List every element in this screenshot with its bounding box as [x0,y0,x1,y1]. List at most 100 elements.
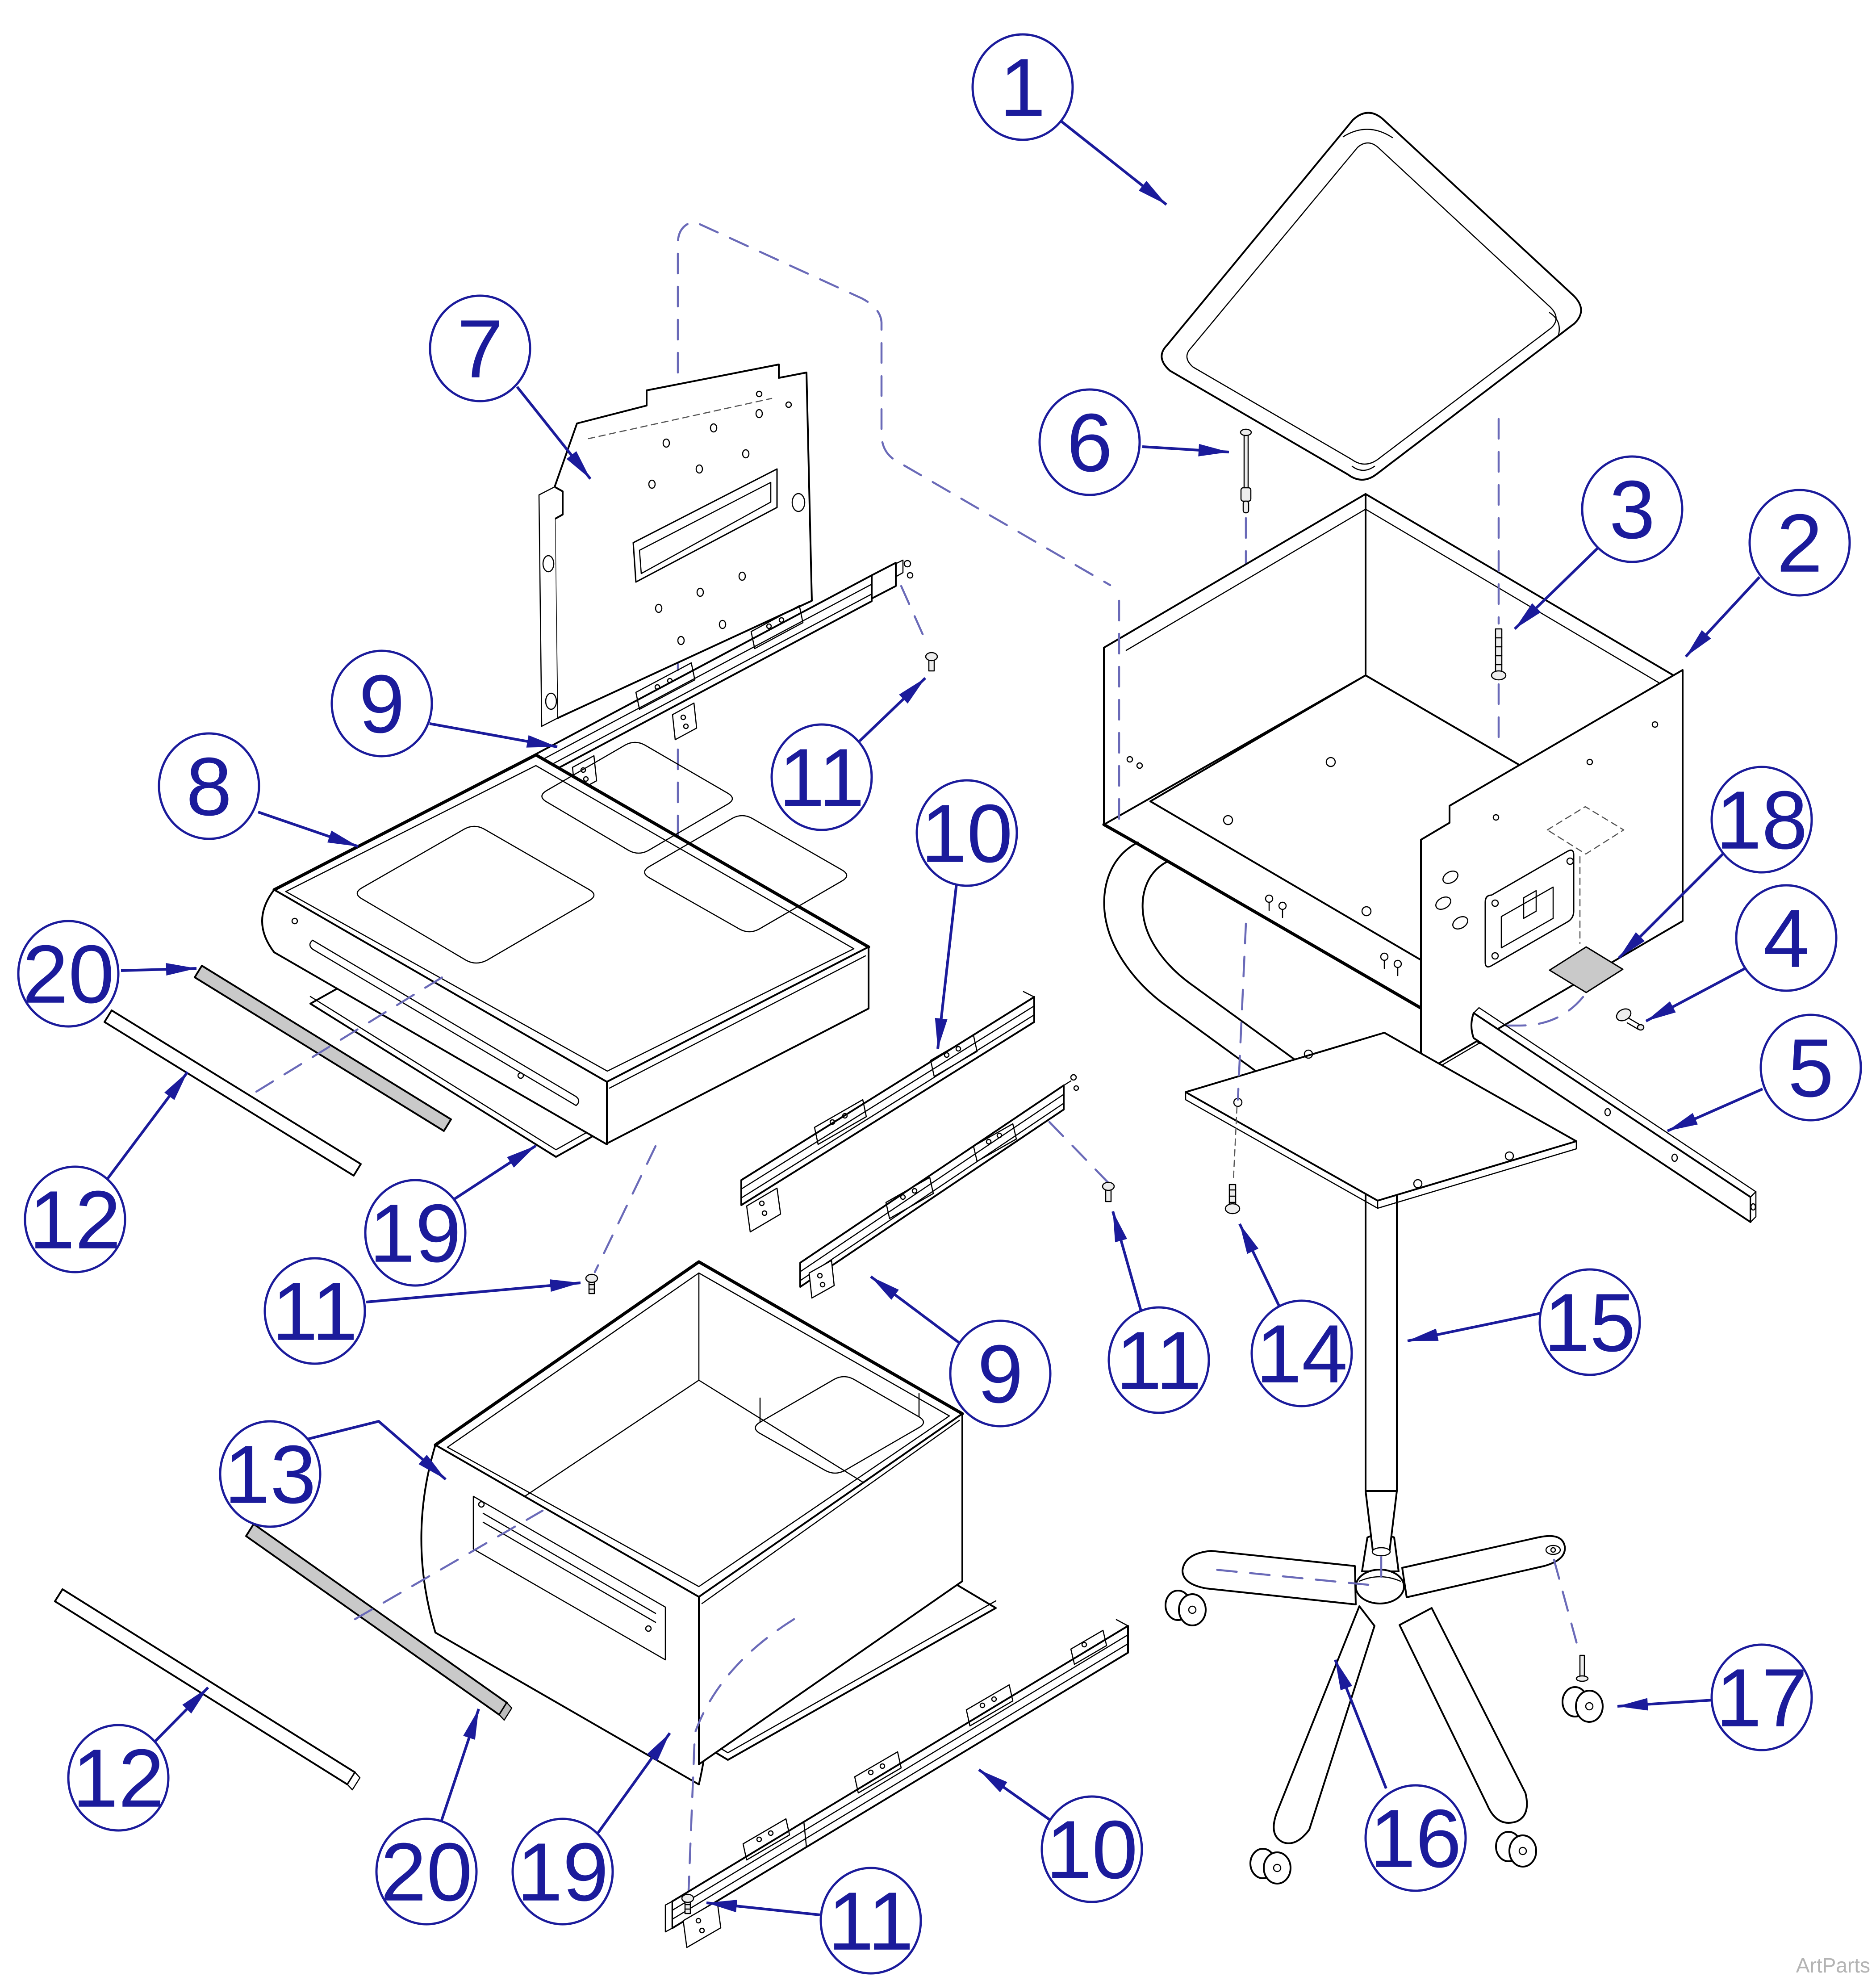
adhesive-pad [1546,806,1625,993]
screw-11-mid-left [585,1145,657,1294]
drawer-slide-10-upper [740,991,1035,1233]
callout-number: 10 [921,788,1013,880]
callout-8[interactable]: 8 [158,732,359,848]
callout-number: 8 [186,741,232,833]
callout-6[interactable]: 6 [1038,388,1229,496]
callout-17[interactable]: 17 [1617,1643,1813,1751]
callout-4[interactable]: 4 [1645,884,1838,1022]
callout-7[interactable]: 7 [429,294,592,480]
callout-arrow [516,386,592,480]
callout-14[interactable]: 14 [1238,1223,1353,1407]
strip-alignment-dashes-upper [255,975,446,1093]
callout-arrow [307,1420,447,1481]
callout-arrow [150,1686,209,1746]
callout-number: 6 [1067,397,1113,489]
deep-drawer [420,1260,964,1785]
callout-2[interactable]: 2 [1684,489,1851,658]
callout-arrow [1238,1223,1280,1307]
callout-number: 12 [29,1174,121,1266]
callout-arrow [935,883,958,1049]
callout-9[interactable]: 9 [330,649,558,758]
cabinet-body [1102,493,1684,1118]
caster-wheel [1249,1848,1291,1884]
callout-1[interactable]: 1 [971,33,1167,206]
callout-arrow [1667,1088,1763,1132]
callout-number: 14 [1256,1308,1348,1400]
pedestal-column [1185,922,1577,1584]
callout-11-2[interactable]: 11 [263,1257,581,1365]
callout-19-2[interactable]: 19 [511,1732,671,1926]
callout-number: 19 [517,1826,609,1918]
callout-5[interactable]: 5 [1667,1013,1862,1132]
screw-11-upper [925,652,938,672]
callout-20-2[interactable]: 20 [375,1709,480,1926]
trim-strip-lower [54,1523,513,1791]
callout-number: 11 [828,1876,914,1968]
drawer-slide-10-lower [664,1619,1129,1948]
callout-number: 12 [72,1733,164,1825]
tray-drawer [261,741,870,1145]
screw-11-bottom [681,1893,694,1914]
callout-11[interactable]: 11 [770,677,927,831]
callout-number: 19 [369,1188,461,1280]
callout-arrow [978,1768,1051,1822]
callout-number: 3 [1609,464,1655,556]
watermark: ArtParts [1796,1954,1870,1977]
callout-12-2[interactable]: 12 [67,1686,209,1832]
callout-number: 18 [1716,775,1808,867]
callout-number: 20 [22,929,114,1021]
callout-arrow [1334,1659,1387,1789]
screw-4 [1496,996,1645,1031]
callout-arrow [366,1279,581,1303]
callout-18[interactable]: 18 [1617,766,1813,959]
callout-arrow [440,1709,480,1822]
callout-arrow [451,1144,537,1202]
callout-arrow [1111,1211,1143,1313]
callout-number: 1 [1000,42,1046,134]
callout-number: 5 [1788,1022,1834,1114]
callout-number: 10 [1046,1804,1138,1896]
callout-number: 4 [1763,893,1809,985]
callout-number: 9 [359,658,405,750]
mounting-rail [1471,1007,1757,1223]
callout-11-3[interactable]: 11 [1107,1211,1210,1414]
callout-arrow [1645,967,1746,1022]
callout-15[interactable]: 15 [1407,1268,1641,1376]
strip-alignment-dashes-lower [354,1509,795,1892]
callout-arrow [258,811,359,848]
callout-3[interactable]: 3 [1513,455,1684,630]
callout-number: 11 [1116,1315,1202,1407]
callout-16[interactable]: 16 [1334,1659,1467,1892]
callout-number: 7 [457,303,503,395]
caster-detached [1553,1558,1604,1723]
callout-number: 13 [224,1429,316,1521]
callout-20[interactable]: 20 [17,920,197,1028]
callout-11-4[interactable]: 11 [706,1867,922,1975]
callout-arrow [106,1071,189,1180]
callout-12[interactable]: 12 [24,1071,189,1273]
callout-10[interactable]: 10 [915,779,1018,1049]
callout-13[interactable]: 13 [219,1420,447,1528]
drawer-slide-9-lower [799,1074,1110,1299]
callout-number: 11 [779,732,865,824]
ghost-outline-dashed [677,220,1111,837]
screws-11 [585,652,1115,1914]
callout-arrow [1617,852,1725,959]
trim-strip-upper [104,965,452,1177]
callout-number: 15 [1544,1277,1636,1369]
callout-19[interactable]: 19 [364,1144,537,1287]
callout-number: 9 [978,1328,1024,1420]
back-panel [538,364,813,727]
callout-9-2[interactable]: 9 [870,1275,1052,1428]
callout-arrow [1058,118,1167,206]
callout-arrow [1617,1698,1713,1711]
callout-arrow [596,1732,671,1834]
callout-10-2[interactable]: 10 [978,1768,1143,1903]
screw-11-mid-right [1102,1181,1115,1202]
callout-arrow [1513,546,1600,630]
tray-top [1161,112,1582,481]
caster-wheel [1495,1831,1537,1868]
callout-arrow [1407,1312,1541,1342]
drawer-slide-9-upper [525,559,928,793]
